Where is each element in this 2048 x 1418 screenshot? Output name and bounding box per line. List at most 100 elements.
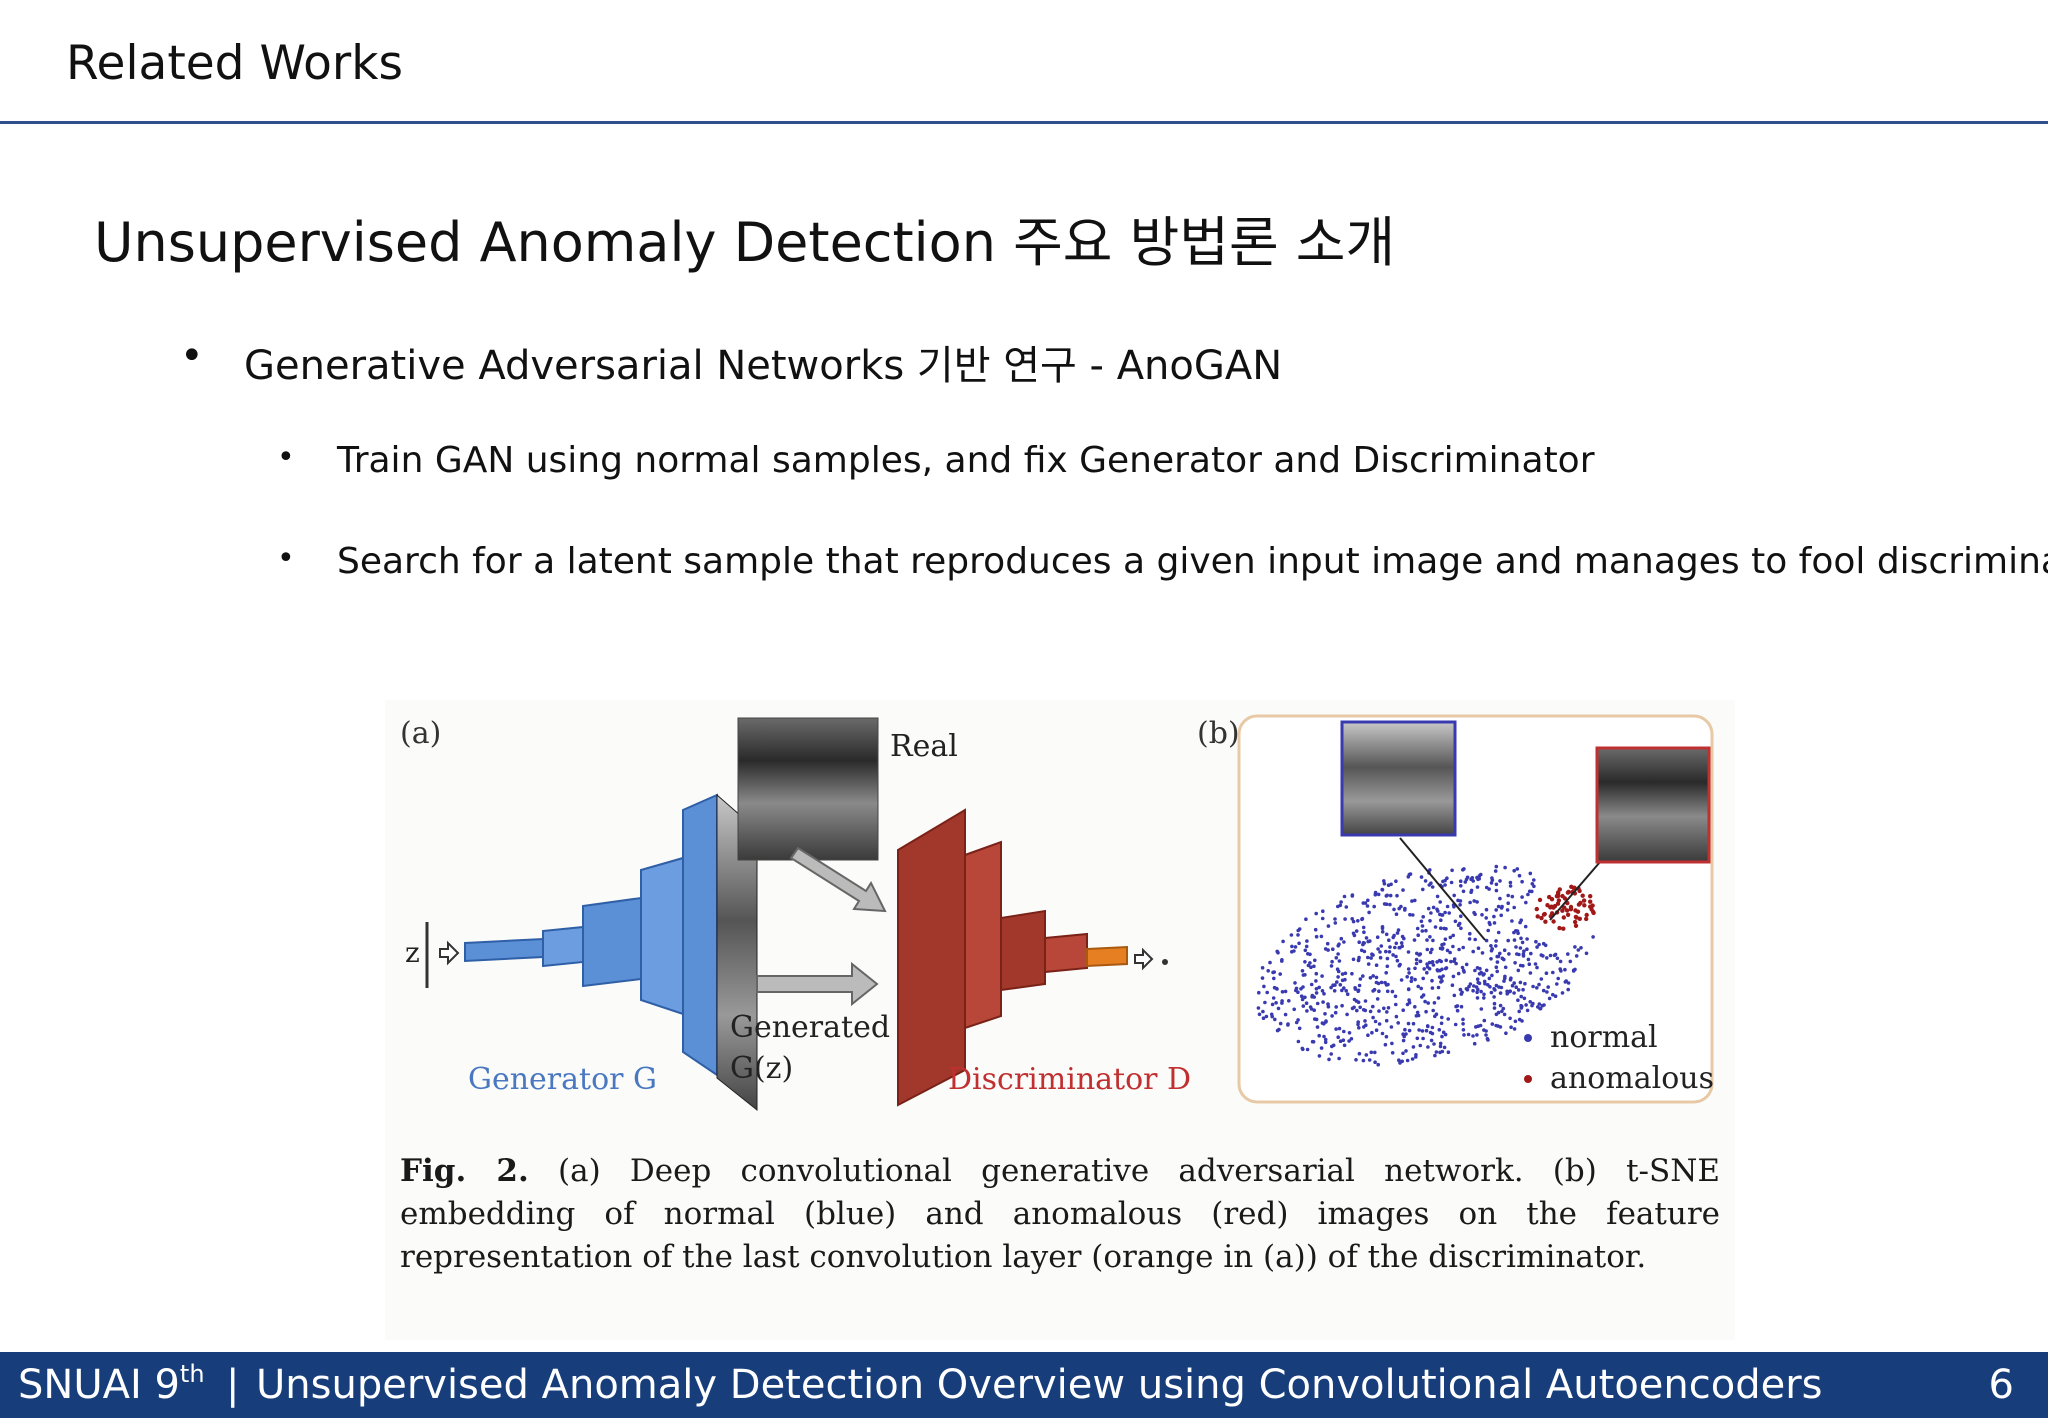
- tsne-normal-point: [1273, 1017, 1277, 1022]
- tsne-normal-point: [1382, 879, 1386, 883]
- tsne-normal-point: [1413, 898, 1417, 903]
- tsne-normal-point: [1512, 1027, 1517, 1031]
- tsne-normal-point: [1487, 920, 1492, 925]
- tsne-normal-point: [1547, 996, 1552, 1001]
- tsne-normal-point: [1520, 879, 1524, 884]
- tsne-normal-point: [1512, 905, 1516, 910]
- tsne-normal-point: [1494, 939, 1498, 943]
- tsne-normal-point: [1377, 989, 1381, 993]
- tsne-normal-point: [1461, 1028, 1466, 1032]
- tsne-normal-point: [1314, 911, 1318, 916]
- tsne-normal-point: [1452, 957, 1457, 961]
- tsne-normal-point: [1426, 1045, 1430, 1049]
- tsne-normal-point: [1471, 1034, 1475, 1038]
- tsne-normal-point: [1518, 920, 1522, 925]
- panel-b-label: (b): [1197, 716, 1240, 751]
- tsne-normal-point: [1489, 881, 1494, 885]
- footer-separator: |: [226, 1362, 240, 1408]
- tsne-normal-point: [1368, 1009, 1373, 1014]
- tsne-normal-point: [1355, 1008, 1359, 1013]
- tsne-normal-point: [1407, 872, 1412, 877]
- tsne-normal-point: [1383, 1042, 1388, 1047]
- tsne-normal-point: [1523, 924, 1528, 929]
- tsne-normal-point: [1458, 903, 1462, 907]
- tsne-normal-point: [1492, 914, 1496, 919]
- tsne-normal-point: [1436, 996, 1441, 1000]
- tsne-normal-point: [1322, 1034, 1326, 1039]
- tsne-normal-point: [1262, 984, 1266, 989]
- tsne-normal-point: [1320, 974, 1324, 978]
- z-label: z: [405, 936, 420, 969]
- tsne-normal-point: [1387, 938, 1391, 942]
- tsne-normal-point: [1461, 1017, 1465, 1022]
- tsne-normal-point: [1516, 988, 1521, 992]
- tsne-normal-point: [1433, 1053, 1437, 1058]
- tsne-normal-point: [1402, 936, 1406, 941]
- tsne-normal-point: [1509, 1025, 1513, 1029]
- tsne-normal-point: [1361, 1008, 1366, 1012]
- tsne-normal-point: [1506, 901, 1510, 905]
- tsne-normal-point: [1359, 948, 1364, 953]
- tsne-normal-point: [1300, 1046, 1305, 1051]
- tsne-normal-point: [1405, 1058, 1410, 1063]
- tsne-normal-point: [1331, 947, 1335, 951]
- tsne-normal-point: [1418, 1043, 1423, 1048]
- tsne-normal-point: [1304, 944, 1309, 949]
- tsne-normal-point: [1289, 933, 1294, 937]
- tsne-normal-point: [1563, 967, 1567, 972]
- tsne-normal-point: [1455, 1004, 1460, 1008]
- tsne-normal-point: [1473, 912, 1477, 917]
- tsne-normal-point: [1375, 997, 1380, 1001]
- tsne-normal-point: [1380, 930, 1385, 934]
- tsne-anomalous-point: [1543, 919, 1548, 924]
- tsne-normal-point: [1287, 999, 1291, 1003]
- tsne-anomalous-point: [1568, 904, 1574, 910]
- tsne-normal-point: [1421, 1036, 1425, 1041]
- tsne-normal-point: [1467, 937, 1472, 941]
- tsne-normal-point: [1365, 904, 1370, 908]
- tsne-normal-point: [1317, 1033, 1321, 1038]
- tsne-normal-point: [1374, 975, 1379, 980]
- tsne-normal-point: [1350, 971, 1354, 976]
- tsne-normal-point: [1290, 944, 1294, 949]
- tsne-normal-point: [1484, 885, 1489, 890]
- tsne-normal-point: [1261, 1009, 1265, 1014]
- tsne-normal-point: [1430, 960, 1435, 964]
- tsne-anomalous-point: [1549, 897, 1555, 902]
- tsne-normal-point: [1441, 879, 1445, 884]
- tsne-normal-point: [1475, 900, 1479, 904]
- tsne-normal-point: [1340, 988, 1344, 993]
- tsne-normal-point: [1417, 1028, 1421, 1032]
- tsne-normal-point: [1387, 950, 1392, 954]
- tsne-normal-point: [1271, 970, 1275, 975]
- sub-bullet-marker: •: [277, 440, 295, 475]
- tsne-normal-point: [1438, 900, 1442, 904]
- tsne-normal-point: [1405, 975, 1409, 979]
- tsne-normal-point: [1308, 952, 1312, 957]
- tsne-normal-point: [1492, 1001, 1497, 1006]
- tsne-normal-point: [1521, 952, 1526, 956]
- tsne-normal-point: [1406, 1021, 1411, 1026]
- output-arrow-icon: [1134, 947, 1154, 971]
- tsne-normal-point: [1541, 988, 1546, 993]
- tsne-normal-point: [1337, 959, 1342, 963]
- tsne-normal-point: [1538, 1006, 1542, 1011]
- tsne-normal-point: [1507, 989, 1512, 994]
- tsne-normal-point: [1468, 900, 1472, 905]
- tsne-normal-point: [1490, 947, 1494, 951]
- tsne-normal-point: [1537, 982, 1541, 987]
- tsne-normal-point: [1458, 987, 1463, 992]
- tsne-normal-point: [1514, 929, 1518, 933]
- tsne-normal-point: [1366, 962, 1371, 966]
- tsne-normal-point: [1426, 906, 1431, 911]
- tsne-normal-point: [1395, 893, 1399, 898]
- tsne-normal-point: [1510, 919, 1514, 923]
- tsne-normal-point: [1416, 984, 1420, 989]
- tsne-normal-point: [1482, 996, 1486, 1000]
- tsne-normal-point: [1415, 1010, 1420, 1015]
- tsne-normal-point: [1461, 889, 1466, 894]
- tsne-normal-point: [1300, 969, 1305, 973]
- tsne-normal-point: [1419, 919, 1424, 924]
- tsne-anomalous-point: [1557, 925, 1562, 931]
- tsne-normal-point: [1425, 938, 1429, 942]
